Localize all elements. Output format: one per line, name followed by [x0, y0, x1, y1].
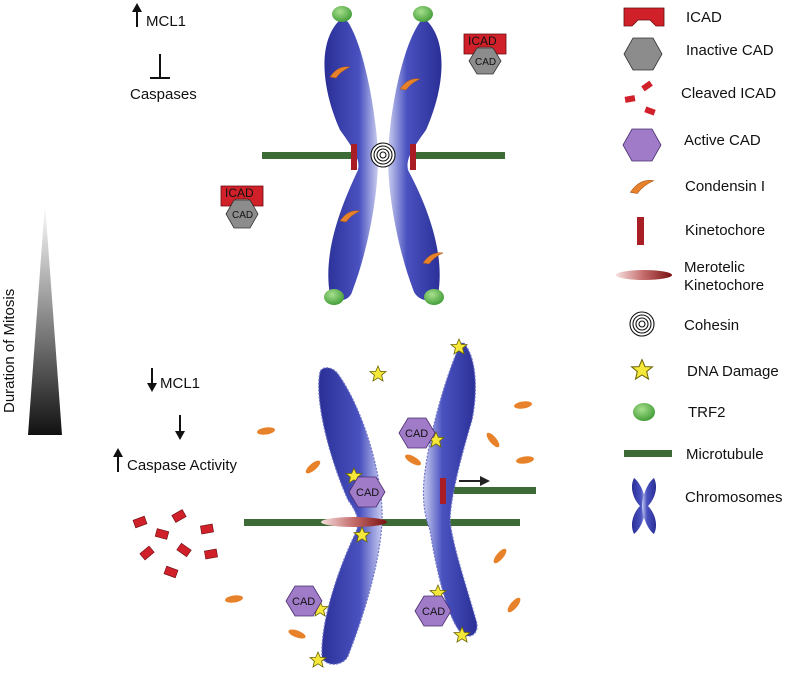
cad-tag: CAD	[292, 596, 315, 608]
dna-damage-icon	[369, 365, 387, 382]
microtubule-icon	[624, 450, 672, 457]
merotelic-kinetochore-icon	[616, 270, 672, 280]
active-cad: CAD	[285, 585, 323, 617]
inhibition-symbol	[150, 54, 170, 79]
mcl1-up-arrow	[132, 3, 142, 27]
caspase-activity-label: Caspase Activity	[127, 457, 238, 474]
active-cad: CAD	[414, 595, 452, 627]
legend-label-condensin: Condensin I	[685, 178, 765, 195]
dna-damage-icon	[631, 359, 653, 380]
trf2-icon	[332, 6, 352, 22]
mcl1-label-bottom: MCL1	[160, 375, 200, 392]
legend-label-microtubule: Microtubule	[686, 446, 764, 463]
legend-label-icad: ICAD	[686, 9, 722, 26]
bottom-panel: MCL1 Caspase Activity	[113, 338, 536, 668]
free-condensin	[225, 401, 534, 639]
legend-label-trf2: TRF2	[688, 404, 726, 421]
chromosome-bottom-right	[422, 342, 478, 637]
legend-label-kinetochore: Kinetochore	[685, 222, 765, 239]
cohesin-icon	[370, 142, 396, 168]
cad-tag: CAD	[475, 57, 496, 68]
legend-label-merotelic-2: Kinetochore	[684, 277, 764, 294]
chromosome-bottom-left	[318, 367, 383, 665]
legend-label-cohesin: Cohesin	[684, 317, 739, 334]
caspase-up-arrow	[113, 448, 123, 472]
mcl1-label-top: MCL1	[146, 13, 186, 30]
down-arrow	[175, 415, 185, 440]
kinetochore-icon	[440, 478, 446, 504]
mcl1-down-arrow	[147, 368, 157, 392]
condensin-icon	[630, 180, 654, 194]
kinetochore-icon	[410, 144, 416, 170]
icad-tag: ICAD	[468, 34, 497, 48]
cleaved-icad-fragments	[132, 509, 218, 579]
duration-of-mitosis-label: Duration of Mitosis	[1, 289, 18, 413]
legend-label-dna-damage: DNA Damage	[687, 363, 779, 380]
cad-tag: CAD	[356, 487, 379, 499]
legend-label-active-cad: Active CAD	[684, 132, 761, 149]
kinetochore-icon	[637, 217, 644, 245]
merotelic-kinetochore-icon	[321, 517, 387, 527]
caspases-label: Caspases	[130, 86, 197, 103]
icad-cad-complex: ICAD CAD	[220, 185, 264, 229]
trf2-icon	[413, 6, 433, 22]
legend: ICAD Inactive CAD Cleaved ICAD Active CA…	[616, 7, 783, 534]
trf2-icon	[424, 289, 444, 305]
legend-label-merotelic: Merotelic	[684, 259, 745, 276]
top-panel: MCL1 Caspases	[130, 3, 507, 305]
cad-tag: CAD	[232, 210, 253, 221]
active-cad-icon	[622, 128, 662, 162]
legend-label-inactive-cad: Inactive CAD	[686, 42, 774, 59]
chromosome-top-left	[324, 18, 378, 301]
trf2-icon	[633, 403, 655, 421]
icad-tag: ICAD	[225, 186, 254, 200]
cohesin-icon	[629, 311, 655, 337]
active-cad: CAD	[348, 476, 386, 508]
cad-tag: CAD	[422, 606, 445, 618]
active-cad: CAD	[398, 417, 436, 449]
legend-label-chromosomes: Chromosomes	[685, 489, 783, 506]
inactive-cad-icon	[623, 37, 663, 71]
icad-icon	[623, 7, 665, 27]
trf2-icon	[324, 289, 344, 305]
duration-gradient-triangle	[28, 203, 62, 435]
cleaved-icad-icon	[624, 80, 656, 116]
cad-tag: CAD	[405, 428, 428, 440]
microtubule-right	[410, 152, 505, 159]
legend-label-cleaved-icad: Cleaved ICAD	[681, 85, 776, 102]
microtubule-short	[446, 487, 536, 494]
duration-axis: Duration of Mitosis	[1, 203, 62, 435]
chromosomes-icon	[631, 478, 657, 534]
icad-cad-complex: ICAD CAD	[463, 33, 507, 75]
microtubule-left	[262, 152, 358, 159]
pulling-arrow	[459, 476, 490, 486]
kinetochore-icon	[351, 144, 357, 170]
